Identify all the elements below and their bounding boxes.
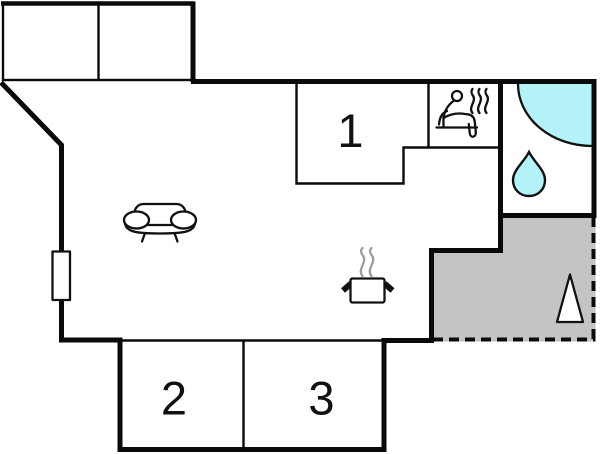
water-drop-icon: [511, 149, 547, 198]
steam-icon: [469, 87, 476, 115]
steam-icon: [368, 246, 375, 278]
room-1-walls: [295, 83, 499, 185]
sofa-seat: [123, 219, 197, 235]
sofa-icon: [122, 202, 198, 243]
cooking-pot-icon: [341, 246, 395, 304]
bathtub-rim: [516, 82, 594, 148]
person-head: [450, 89, 464, 103]
steam-icon: [476, 87, 483, 115]
sofa-leg-right: [173, 231, 179, 243]
steam-icon: [359, 246, 366, 278]
window-marker: [51, 250, 72, 302]
interior-walls: [1, 2, 499, 448]
steam-icon: [483, 87, 490, 115]
sauna-person-icon: [435, 87, 490, 138]
person-leg: [442, 112, 477, 138]
sofa-armrest-left: [122, 210, 151, 230]
room-2-label: 2: [161, 372, 187, 425]
person-arm: [437, 109, 449, 126]
sofa-leg-left: [140, 231, 147, 243]
room-1-label: 1: [337, 104, 363, 157]
top-right-wall: [191, 79, 597, 218]
sofa-armrest-right: [169, 210, 198, 230]
tree-icon: [555, 273, 585, 324]
room-3-label: 3: [308, 372, 334, 425]
terrace-dashed-boundary: [433, 217, 596, 342]
pot-body: [349, 277, 386, 304]
bathtub-fill: [518, 84, 592, 146]
terrace-area: [433, 218, 596, 342]
corner-bathtub-icon: [516, 82, 594, 148]
pot-handle-right: [382, 281, 395, 293]
